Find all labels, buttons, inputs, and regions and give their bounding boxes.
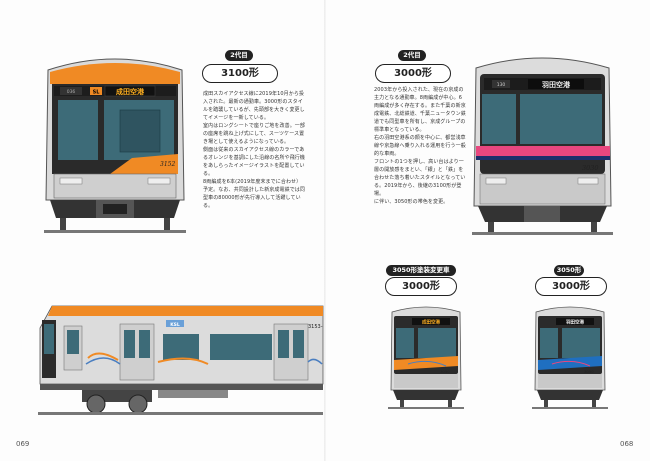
variant-a-car-number: 3050: [440, 369, 450, 374]
right-front-destination: 羽田空港: [542, 80, 571, 89]
left-section-badge: 2代目: [225, 50, 253, 61]
train-3000-variant-a-illustration: 成田空港 3050: [388, 306, 464, 409]
side-badge: KSL: [170, 322, 180, 328]
train-3000-variant-b-illustration: 羽田空港 3050: [532, 306, 608, 409]
variant-b-destination: 羽田空港: [566, 319, 584, 326]
right-front-car-number: 3030: [582, 164, 599, 172]
page-fold: [324, 0, 326, 461]
right-page-number: 068: [620, 440, 634, 448]
train-3100-front-illustration: 成田空港 SL 036 3152: [44, 58, 186, 233]
variant-a-model-title: 3000形: [385, 277, 457, 296]
variant-b-car-number: 3050: [584, 369, 594, 374]
left-page-number: 069: [16, 440, 30, 448]
variant-a-destination: 成田空港: [422, 319, 440, 326]
front-destination-text: 成田空港: [116, 87, 145, 96]
variant-b-section-badge: 3050形: [554, 265, 584, 276]
left-description: 成田スカイアクセス線に2019年10月から投入された。最新の通勤車。3000形の…: [203, 91, 306, 209]
variant-b-model-title: 3000形: [535, 277, 607, 296]
train-3000-front-illustration: 羽田空港 130 3030: [472, 57, 613, 235]
train-3100-side-illustration: KSL 3153-: [38, 305, 324, 415]
right-model-title: 3000形: [375, 64, 451, 83]
right-description: 2003年から投入された、現在の京成の主力となる通勤車。8両編成が中心。6両編成…: [374, 87, 466, 205]
right-front-code-box: 130: [497, 82, 506, 88]
right-section-badge: 2代目: [398, 50, 426, 61]
front-code-box: 036: [67, 89, 76, 95]
variant-a-section-badge: 3050形塗装変更車: [386, 265, 456, 276]
side-car-number: 3153-: [308, 324, 323, 330]
line-code-badge: SL: [93, 90, 101, 96]
front-car-number: 3152: [160, 161, 175, 168]
left-model-title: 3100形: [202, 64, 278, 83]
